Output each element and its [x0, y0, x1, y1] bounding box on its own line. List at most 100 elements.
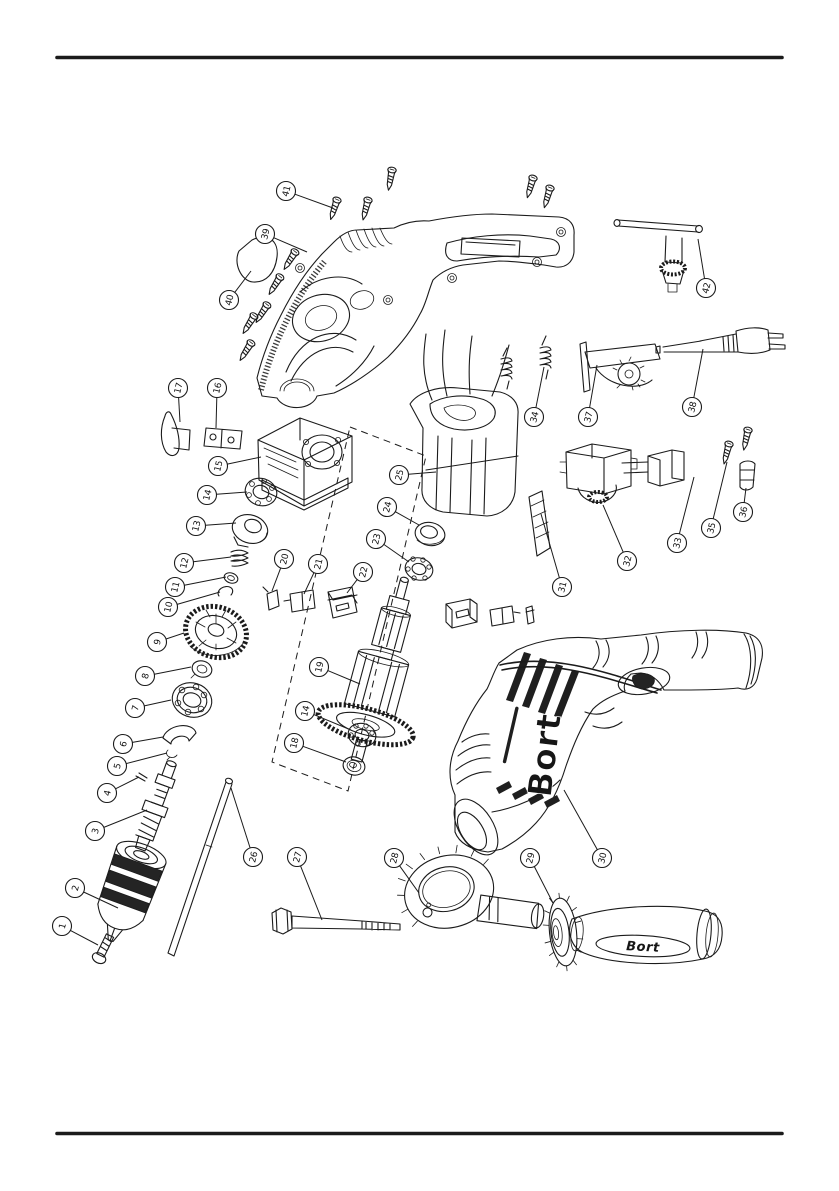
callout-3: 3	[84, 809, 148, 842]
side-handle-grip-drawing: Bort	[569, 905, 723, 965]
handle-clamp-drawing	[397, 844, 545, 930]
callout-24: 24	[376, 496, 420, 526]
grip-logo-text: Bort	[626, 939, 660, 956]
svg-text:10: 10	[163, 600, 175, 614]
cam-washer-drawing	[231, 514, 269, 548]
website-text-strip	[502, 706, 519, 764]
svg-text:39: 39	[260, 227, 272, 241]
clip-drawing	[166, 749, 178, 761]
vent-cover-drawing	[528, 490, 551, 557]
svg-text:22: 22	[358, 566, 370, 579]
callout-12: 12	[173, 552, 232, 574]
svg-text:24: 24	[382, 500, 394, 514]
spring-drawing	[230, 549, 249, 567]
dashed-group-box	[271, 426, 427, 792]
front-bearing-drawing	[171, 682, 213, 718]
svg-text:14: 14	[202, 488, 214, 502]
callout-14: 14	[196, 484, 248, 506]
svg-text:29: 29	[525, 851, 537, 865]
rotor-ring-drawing	[414, 521, 446, 547]
svg-text:2: 2	[71, 884, 82, 892]
brush-set-left-drawing	[262, 586, 358, 619]
svg-text:16: 16	[212, 381, 224, 395]
depth-stop-holder-drawing	[579, 341, 661, 393]
svg-text:27: 27	[292, 851, 304, 864]
chuck-key-drawing	[613, 219, 703, 293]
callout-23: 23	[365, 528, 410, 563]
callout-36: 36	[732, 487, 754, 523]
callout-1: 1	[51, 915, 99, 946]
svg-text:18: 18	[289, 736, 301, 750]
callout-40: 40	[218, 270, 252, 311]
suppressor-drawing	[739, 460, 756, 491]
svg-text:34: 34	[529, 410, 541, 424]
svg-text:6: 6	[119, 740, 130, 748]
callout-4: 4	[96, 776, 140, 804]
svg-text:26: 26	[248, 850, 260, 864]
callout-2: 2	[64, 877, 119, 909]
callout-35: 35	[700, 461, 728, 539]
rotor-bearing-top-drawing	[404, 556, 434, 581]
svg-text:41: 41	[281, 185, 293, 198]
callout-7: 7	[124, 697, 172, 719]
svg-text:38: 38	[687, 400, 699, 414]
svg-text:15: 15	[213, 460, 225, 473]
svg-text:17: 17	[173, 382, 185, 395]
circlip-drawing	[217, 585, 234, 597]
callout-15: 15	[207, 455, 262, 477]
svg-text:23: 23	[371, 533, 383, 546]
svg-text:1: 1	[58, 922, 69, 930]
callout-11: 11	[164, 576, 227, 598]
spindle-bearing-drawing	[244, 477, 278, 507]
power-cord-drawing	[655, 327, 786, 354]
callout-13: 13	[185, 515, 237, 537]
callout-25: 25	[388, 464, 437, 486]
callout-22: 22	[346, 561, 374, 594]
pin-drawing	[135, 772, 148, 782]
chuck-screw-drawing	[91, 933, 115, 965]
svg-text:13: 13	[191, 520, 203, 533]
svg-text:36: 36	[738, 505, 750, 519]
housing-half-drawing	[256, 213, 575, 409]
svg-text:8: 8	[141, 672, 152, 680]
callout-33: 33	[666, 476, 695, 554]
svg-text:4: 4	[103, 789, 114, 797]
callout-38: 38	[681, 348, 704, 418]
svg-text:3: 3	[91, 827, 102, 835]
svg-text:32: 32	[622, 555, 634, 568]
clamp-bolt-drawing	[271, 907, 401, 935]
callout-29: 29	[519, 847, 554, 904]
callout-41: 41	[275, 180, 334, 209]
svg-text:19: 19	[314, 660, 326, 674]
small-ring-drawing	[223, 572, 239, 584]
callout-14: 14	[294, 700, 352, 731]
svg-text:20: 20	[279, 552, 291, 566]
callout-17: 17	[167, 377, 189, 423]
svg-text:12: 12	[179, 557, 191, 570]
callout-18: 18	[283, 732, 347, 763]
svg-text:37: 37	[583, 411, 595, 424]
svg-text:5: 5	[113, 762, 124, 770]
callout-5: 5	[106, 752, 168, 777]
contact-plate-drawing	[203, 427, 243, 450]
svg-text:30: 30	[597, 851, 609, 865]
svg-text:35: 35	[706, 522, 718, 535]
svg-text:42: 42	[701, 282, 713, 295]
chuck-drawing	[97, 840, 167, 943]
brush-springs-drawing	[500, 335, 552, 390]
label-plate-drawing	[236, 236, 278, 283]
callout-10: 10	[157, 591, 221, 618]
callout-9: 9	[146, 631, 185, 653]
switch-drawing	[559, 443, 638, 504]
callout-28: 28	[383, 847, 420, 894]
callout-16: 16	[206, 377, 228, 429]
half-ring-drawing	[162, 725, 197, 745]
svg-text:9: 9	[153, 638, 164, 646]
callout-32: 32	[602, 504, 638, 572]
svg-text:25: 25	[394, 469, 406, 482]
callout-31: 31	[540, 513, 573, 598]
svg-text:21: 21	[313, 558, 325, 571]
svg-text:40: 40	[224, 293, 236, 307]
svg-text:28: 28	[389, 851, 401, 865]
